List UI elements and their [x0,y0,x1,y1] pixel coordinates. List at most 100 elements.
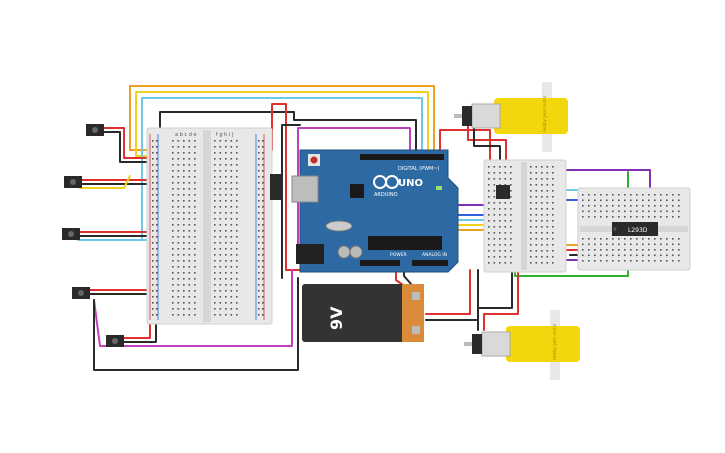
breadboard-hole [582,210,584,213]
breadboard-hole [194,278,196,280]
breadboard-hole [530,190,532,192]
breadboard-hole [488,214,490,216]
breadboard-hole [262,224,264,226]
breadboard-hole [172,260,174,262]
breadboard-hole [225,182,227,184]
breadboard-hole [642,238,644,240]
breadboard-hole [177,158,180,160]
breadboard-hole [606,260,608,262]
breadboard-hole [488,262,490,264]
breadboard-hole [493,250,496,252]
breadboard-hole [648,199,650,202]
breadboard-hole [606,254,608,257]
wire-black-motor1 [473,111,501,169]
breadboard-hole [504,208,507,210]
breadboard-hole [504,184,507,186]
breadboard-hole [618,205,620,207]
breadboard-hole [194,212,196,214]
breadboard-hole [219,224,222,226]
breadboard-hole [156,212,158,214]
breadboard-hole [262,212,264,214]
breadboard-hole [225,158,227,160]
breadboard-hole [499,244,501,246]
breadboard-hole [214,152,216,154]
breadboard-hole [225,188,227,190]
breadboard-hole [236,200,238,202]
breadboard-hole [618,243,620,246]
breadboard-hole [152,170,154,172]
breadboard-hole [660,249,662,251]
breadboard-hole [156,236,158,238]
breadboard-hole [672,243,674,246]
breadboard-hole [214,242,216,244]
breadboard-hole [219,176,222,178]
breadboard-hole [642,205,644,207]
breadboard-hole [642,216,644,218]
breadboard-hole [654,249,656,251]
breadboard-hole [594,238,596,240]
breadboard-hole [183,284,185,286]
breadboard-hole [188,296,191,298]
breadboard-hole [194,182,196,184]
breadboard-hole [552,202,554,204]
breadboard-hole [219,194,222,196]
breadboard-hole [504,172,507,174]
breadboard-hole [172,272,174,274]
breadboard-hole [183,176,185,178]
breadboard-hole [630,254,632,257]
breadboard-hole [236,254,238,256]
breadboard-hole [194,230,196,232]
breadboard-hole [172,308,174,310]
breadboard-hole [214,140,216,142]
breadboard-hole [552,238,554,240]
breadboard-hole [177,284,180,286]
breadboard-hole [183,296,185,298]
breadboard-hole [152,158,154,160]
breadboard-hole [219,302,222,304]
breadboard-hole [262,242,264,244]
breadboard-hole [488,184,490,186]
breadboard-hole [188,152,191,154]
breadboard-hole [225,224,227,226]
breadboard-hole [552,244,554,246]
power-jack [296,244,324,264]
breadboard-hole [183,272,185,274]
breadboard-hole [258,290,260,292]
breadboard-hole [156,266,158,268]
breadboard-hole [236,212,238,214]
breadboard-hole [258,188,260,190]
breadboard-hole [618,216,620,218]
breadboard-hole [535,220,538,222]
breadboard-hole [225,260,227,262]
breadboard-hole [230,254,233,256]
breadboard-hole [219,218,222,220]
breadboard-hole [672,216,674,218]
breadboard-hole [582,254,584,257]
breadboard-hole [541,184,543,186]
wire-black-battery [425,269,479,321]
breadboard-hole [230,302,233,304]
breadboard-hole [552,250,554,252]
breadboard-hole [594,249,596,251]
breadboard-hole [183,224,185,226]
breadboard-hole [493,196,496,198]
breadboard-hole [152,254,154,256]
breadboard-hole [172,146,174,148]
breadboard-hole [530,226,532,228]
breadboard-hole [510,214,512,216]
breadboard-hole [624,238,626,240]
breadboard-hole [183,254,185,256]
breadboard-hole [630,238,632,240]
breadboard-hole [678,210,680,213]
breadboard-hole [552,172,554,174]
breadboard-hole [493,166,496,168]
breadboard-hole [499,166,501,168]
wire-orange [129,85,435,153]
breadboard-hole [225,200,227,202]
breadboard-hole [225,278,227,280]
breadboard-hole [230,218,233,220]
wire-black-bottom [93,277,299,371]
breadboard-hole [172,278,174,280]
breadboard-hole [493,256,496,258]
breadboard-hole [600,249,602,251]
